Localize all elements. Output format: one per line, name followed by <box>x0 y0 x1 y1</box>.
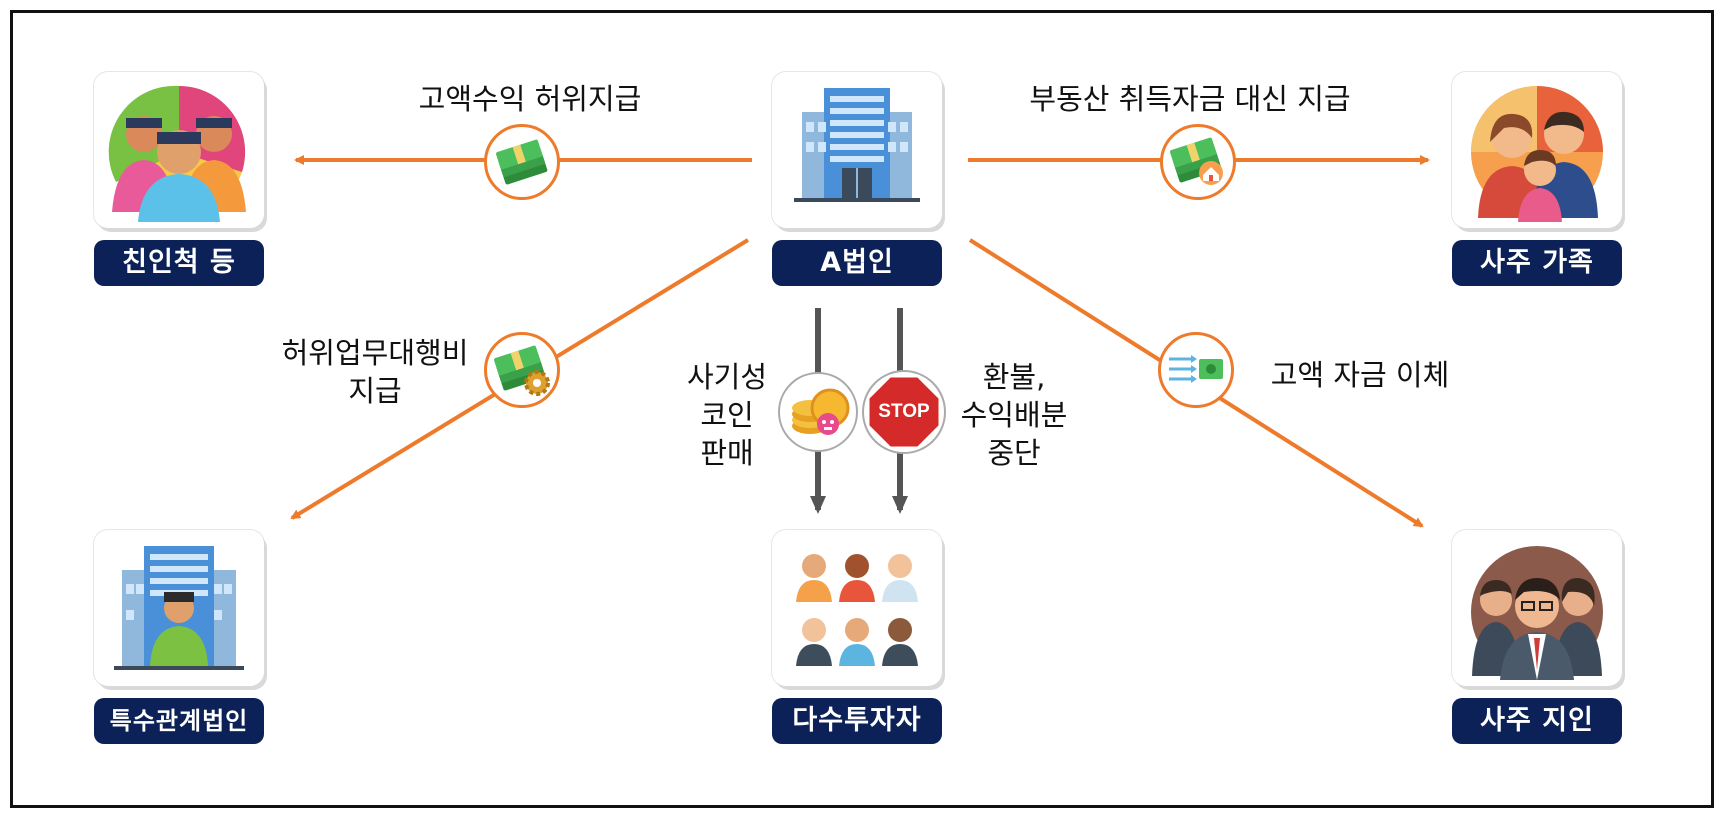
stop-sign-icon: STOP <box>862 370 946 454</box>
edge-text-line: 지급 <box>348 374 402 408</box>
edge-text-line: 코인 <box>700 398 754 432</box>
edge-text-line: 중단 <box>987 436 1041 470</box>
investors-card <box>772 530 942 686</box>
owner-family-card <box>1452 72 1622 228</box>
family-icon <box>1471 86 1603 222</box>
relatives-card <box>94 72 264 228</box>
people-group-icon <box>108 85 246 222</box>
edge-text-to-owner-acquaintance: 고액 자금 이체 <box>1270 358 1450 392</box>
edge-text-line: 허위업무대행비 <box>281 336 469 370</box>
cash-stack-icon <box>484 124 560 200</box>
investors-label: 다수투자자 <box>772 698 942 744</box>
edge-text-line: 환불, <box>982 360 1046 394</box>
cash-house-icon <box>1160 124 1236 200</box>
owner-family-label: 사주 가족 <box>1452 240 1622 286</box>
crowd-icon <box>796 554 918 666</box>
owner-acquaintance-card <box>1452 530 1622 686</box>
businessmen-icon <box>1471 546 1603 680</box>
edge-text-line: 수익배분 <box>960 398 1068 432</box>
edge-text-line: 사기성 <box>686 360 768 394</box>
edge-text-to-special-corp: 허위업무대행비 지급 <box>260 334 490 410</box>
special-corp-card <box>94 530 264 686</box>
relatives-label: 친인척 등 <box>94 240 264 286</box>
edge-text-fraud-sale: 사기성 코인 판매 <box>672 358 782 472</box>
special-corp-label: 특수관계법인 <box>94 698 264 744</box>
edge-text-to-owner-family: 부동산 취득자금 대신 지급 <box>1029 82 1351 116</box>
building-person-icon <box>114 546 244 670</box>
fraud-coin-icon <box>778 372 858 452</box>
owner-acquaintance-label: 사주 지인 <box>1452 698 1622 744</box>
cash-gear-icon <box>484 332 560 408</box>
stop-sign-text: STOP <box>878 401 930 422</box>
edge-text-line: 판매 <box>700 436 754 470</box>
edge-text-to-relatives: 고액수익 허위지급 <box>418 82 642 116</box>
money-transfer-icon <box>1158 332 1234 408</box>
office-building-icon <box>794 88 920 202</box>
center-card <box>772 72 942 228</box>
center-label: A법인 <box>772 240 942 286</box>
edge-text-refund-stop: 환불, 수익배분 중단 <box>944 358 1084 472</box>
